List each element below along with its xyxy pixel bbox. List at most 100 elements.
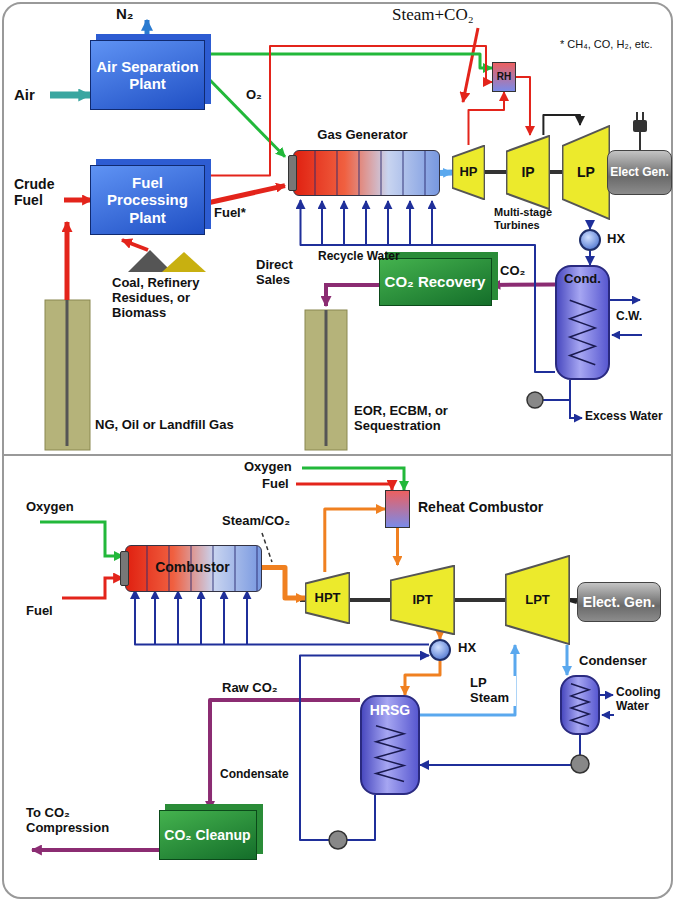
flow-label: Raw CO₂	[220, 681, 280, 696]
injector-head	[288, 155, 297, 191]
plant-box: Air Separation Plant	[90, 40, 205, 110]
heat-exchanger: HX	[579, 229, 601, 251]
art-path	[302, 468, 404, 490]
node-label: CO₂ Cleanup	[164, 827, 250, 843]
reheat-combustor: Reheat Combustor	[385, 490, 410, 528]
turbine-stage: IPT	[390, 565, 455, 635]
vessel: Cond.	[555, 265, 610, 380]
art-line	[145, 20, 150, 38]
node-label: LPT	[525, 593, 550, 608]
node-label: LP	[577, 164, 595, 180]
flow-line	[205, 186, 285, 204]
art-line	[154, 591, 156, 644]
art-line	[321, 201, 323, 245]
node-label: IPT	[412, 593, 432, 608]
node-label: HP	[459, 165, 477, 180]
art-circle	[329, 831, 347, 849]
electric-generator: Elect. Gen.	[577, 582, 661, 622]
art-rect	[633, 120, 647, 132]
flow-line	[210, 700, 360, 810]
art-path	[570, 380, 582, 418]
node-label: CO₂ Recovery	[385, 273, 486, 290]
art-line	[463, 28, 478, 102]
annotation: To CO₂ Compression	[26, 806, 136, 836]
annotation: * CH₄, CO, H₂, etc.	[560, 38, 653, 51]
art-line	[177, 591, 179, 644]
turbine-shape	[562, 126, 609, 219]
art-line	[543, 399, 570, 401]
flow-line	[440, 170, 452, 177]
flow-line	[205, 54, 492, 68]
art-rect	[45, 300, 90, 450]
annotation: N₂	[116, 5, 134, 22]
annotation: Oxygen	[26, 500, 74, 515]
flow-line	[589, 220, 591, 229]
art-path	[639, 132, 641, 150]
art-line	[642, 112, 644, 120]
art-polygon	[162, 252, 206, 272]
node-label: Air Separation Plant	[91, 58, 204, 93]
art-path	[40, 522, 123, 556]
turbine-shape	[305, 573, 349, 624]
art-polygon	[128, 250, 172, 272]
node-label: IP	[521, 164, 534, 180]
node-label: Combustor	[155, 559, 230, 575]
node-label: Elect. Gen.	[583, 594, 655, 610]
plant-box: Fuel Processing Plant	[90, 165, 205, 235]
annotation: NG, Oil or Landfill Gas	[95, 418, 270, 433]
gas-generator: Gas Generator	[285, 128, 440, 200]
flow-line	[469, 92, 505, 145]
art-line	[262, 533, 272, 562]
turbine-stage: IP	[506, 135, 550, 210]
coil-line	[376, 726, 404, 782]
coil	[562, 677, 598, 733]
art-line	[64, 198, 92, 203]
art-line	[431, 201, 433, 245]
flow-line	[543, 115, 580, 135]
annotation: Fuel	[26, 604, 53, 619]
art-line	[325, 310, 328, 446]
flow-line	[260, 568, 305, 599]
art-line	[387, 201, 389, 245]
art-circle	[571, 755, 589, 773]
node-label: HRSG	[370, 702, 410, 718]
annotation: Fuel	[262, 477, 289, 492]
art-line	[200, 591, 202, 644]
node-heading: Reheat Combustor	[418, 499, 543, 515]
annotation: Coal, Refinery Residues, or Biomass	[112, 276, 232, 321]
art-line	[365, 201, 367, 245]
turbine-shape	[506, 556, 570, 644]
vessel: Condenser	[560, 675, 600, 735]
combustor: Combustor	[125, 545, 260, 590]
art-line	[65, 222, 70, 300]
turbine-shape	[506, 136, 549, 210]
flow-line	[325, 509, 385, 572]
art-line	[66, 300, 69, 446]
art-line	[602, 714, 614, 716]
annotation: Crude Fuel	[14, 176, 66, 208]
flow-label: Fuel*	[212, 206, 248, 221]
vessel: HRSG	[360, 695, 420, 795]
art-line	[246, 591, 248, 644]
art-g	[155, 591, 247, 644]
node-heading: Condenser	[579, 654, 647, 669]
turbine-shape	[391, 566, 455, 635]
node-label: RH	[497, 71, 511, 83]
coil-line	[571, 684, 589, 727]
reheat-combustor: RH	[492, 62, 516, 92]
art-rect	[3, 3, 672, 898]
annotation: Cooling Water	[616, 686, 668, 714]
node-label: Gas Generator	[285, 128, 440, 143]
annotation: Direct Sales	[256, 258, 308, 288]
flow-line	[492, 283, 556, 287]
annotation: Excess Water	[585, 410, 663, 424]
node-label: Elect Gen.	[610, 166, 669, 180]
flow-line	[405, 661, 440, 695]
art-line	[223, 591, 225, 644]
flow-label: CO₂	[498, 264, 527, 279]
annotation: Oxygen	[244, 460, 292, 475]
node-label: Fuel Processing Plant	[91, 174, 204, 226]
annotation: EOR, ECBM, or Sequestration	[354, 404, 529, 434]
annotation: Recycle Water	[318, 250, 400, 264]
art-line	[122, 240, 148, 250]
